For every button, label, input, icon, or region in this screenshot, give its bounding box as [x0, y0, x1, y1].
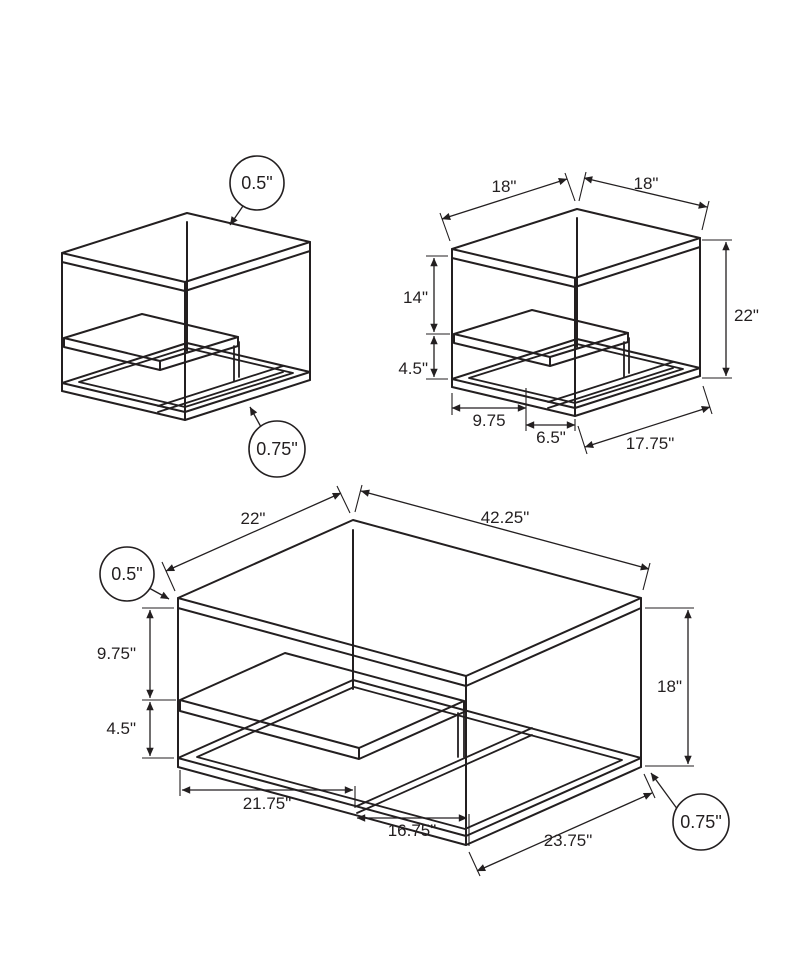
callout-leader-line [148, 587, 170, 600]
dim-base-segment-a-label: 9.75 [472, 411, 505, 430]
extension-lines [439, 172, 576, 242]
dimension-line [165, 492, 342, 572]
dim-base-width-label: 17.75" [626, 434, 675, 453]
dimension-top-width: 18" [578, 171, 710, 231]
callout-top-thickness: 0.5" [99, 546, 170, 602]
dimension-line [441, 177, 568, 221]
callout-circle [248, 420, 306, 478]
end-table-plain: 0.5" 0.75" [61, 155, 311, 478]
extension-lines [645, 607, 694, 767]
extension-lines [161, 485, 351, 592]
callout-leader-line [249, 406, 262, 428]
dimension-line [583, 176, 708, 209]
dim-base-depth-label: 23.75" [544, 831, 593, 850]
callout-frame-thickness: 0.75" [248, 406, 306, 478]
extension-lines [468, 773, 656, 877]
dimension-base-segment-a: 21.75" [179, 770, 356, 813]
dimension-top-depth: 18" [439, 172, 576, 242]
extension-lines [702, 239, 732, 379]
dim-shelf-to-base-label: 4.5" [398, 359, 428, 378]
dim-base-segment-b-label: 6.5" [536, 428, 566, 447]
dim-shelf-to-base-label: 4.5" [106, 719, 136, 738]
callout-frame-thickness: 0.75" [650, 772, 730, 851]
dimension-base-segment-a: 9.75 [451, 388, 527, 431]
dim-top-depth-label: 22" [241, 509, 266, 528]
table-legs [177, 529, 642, 846]
dimension-top-to-shelf: 14" [403, 255, 450, 335]
dim-top-to-shelf-label: 14" [403, 288, 428, 307]
dim-top-width-label: 18" [634, 174, 659, 193]
dimension-top-to-shelf: 9.75" [97, 607, 176, 701]
extension-lines [426, 255, 450, 335]
dim-overall-height-label: 22" [734, 306, 759, 325]
base-frame-outer [177, 679, 642, 837]
dimension-line [476, 792, 653, 872]
dim-top-to-shelf-label: 9.75" [97, 644, 136, 663]
end-table-dimensioned: 18" 18" 14" 4.5" 22" 9.75 [398, 171, 759, 455]
dimension-base-segment-b: 6.5" [525, 419, 576, 447]
dim-base-segment-b-label: 16.75" [388, 821, 437, 840]
dim-top-depth-label: 18" [492, 177, 517, 196]
callout-top-thickness-label: 0.5" [241, 173, 272, 193]
shelf-edge [179, 699, 465, 760]
dimension-top-depth: 22" [161, 485, 351, 592]
dim-overall-height-label: 18" [657, 677, 682, 696]
dimension-line [584, 405, 711, 449]
dimension-top-width: 42.25" [354, 484, 651, 591]
callout-leader-line [229, 205, 244, 226]
callout-leader-line [650, 772, 679, 811]
callout-top-thickness-label: 0.5" [111, 564, 142, 584]
callout-top-thickness: 0.5" [229, 155, 285, 226]
dimension-shelf-to-base: 4.5" [398, 335, 448, 380]
dimension-shelf-to-base: 4.5" [106, 701, 174, 759]
stretcher-bar [356, 727, 533, 814]
extension-lines [142, 607, 176, 701]
callout-frame-thickness-label: 0.75" [256, 439, 297, 459]
extension-lines [577, 385, 713, 455]
dimension-overall-height: 18" [645, 607, 694, 767]
callout-circle [672, 793, 730, 851]
dim-top-width-label: 42.25" [481, 508, 530, 527]
callout-circle [229, 155, 285, 211]
dimension-overall-height: 22" [702, 239, 759, 379]
dimension-line [360, 489, 650, 571]
callout-circle [99, 546, 155, 602]
coffee-table: 22" 42.25" 0.5" 9.75" 4.5" 18" [97, 484, 730, 877]
shelf-support [457, 711, 465, 758]
dimension-base-depth: 23.75" [468, 773, 656, 877]
dim-base-segment-a-label: 21.75" [243, 794, 292, 813]
extension-lines [179, 770, 356, 808]
dimension-base-width: 17.75" [577, 385, 713, 455]
callout-frame-thickness-label: 0.75" [680, 812, 721, 832]
dimension-base-segment-b: 16.75" [356, 814, 470, 846]
